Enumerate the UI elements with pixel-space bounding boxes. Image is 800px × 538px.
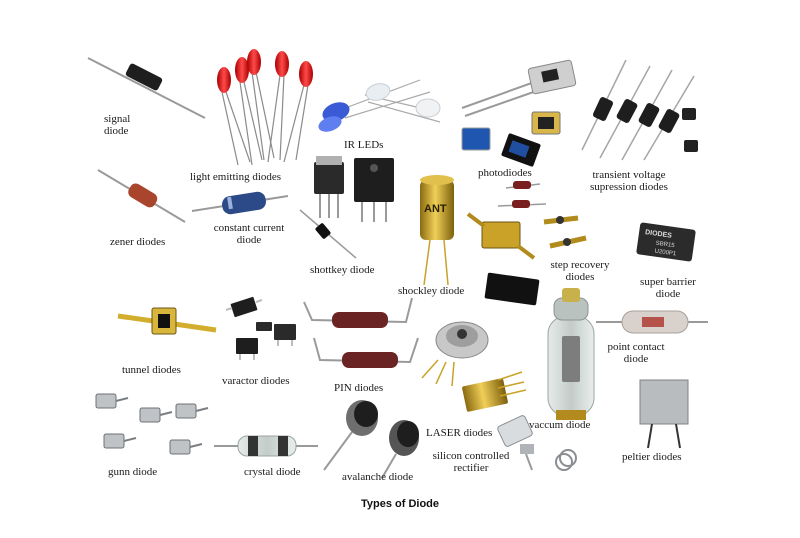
caption-types-of-diode: Types of Diode <box>360 498 440 510</box>
label-laser-diodes: LASER diodes <box>426 427 493 439</box>
ir-led-image <box>318 79 441 132</box>
varactor-diode-image <box>225 296 296 360</box>
step-recovery-diode-image <box>466 181 587 306</box>
label-crystal-diode: crystal diode <box>244 466 301 478</box>
label-vaccum-diode: vaccum diode <box>529 419 591 431</box>
crystal-diode-image <box>214 435 318 457</box>
label-peltier-diodes: peltier diodes <box>622 451 682 463</box>
shockley-diode-image: ANT <box>420 175 454 286</box>
pin-diode-image <box>303 297 419 368</box>
super-barrier-diode-image: DIODES SBR15 U200P1 <box>636 222 696 262</box>
constant-current-diode-image <box>191 191 289 215</box>
shockley-can-marking: ANT <box>424 203 447 215</box>
photodiode-image <box>461 59 577 167</box>
point-contact-diode-image <box>596 310 708 334</box>
label-shockley-diode: shockley diode <box>398 285 465 297</box>
label-varactor-diodes: varactor diodes <box>222 375 290 387</box>
laser-diode-image <box>421 321 527 412</box>
led-image <box>217 49 313 166</box>
super-barrier-marking-1: DIODES <box>645 229 673 240</box>
label-zener-diodes: zener diodes <box>110 236 166 248</box>
gunn-diode-image <box>95 393 209 455</box>
signal-diode-image <box>87 57 206 119</box>
label-ir-leds: IR LEDs <box>344 139 384 151</box>
label-pin-diodes: PIN diodes <box>334 382 384 394</box>
avalanche-diode-image <box>323 400 419 479</box>
zener-diode-image <box>97 169 186 223</box>
label-gunn-diode: gunn diode <box>108 466 158 478</box>
label-photodiodes: photodiodes <box>478 167 532 179</box>
label-avalanche-diode: avalanche diode <box>342 471 414 483</box>
super-barrier-marking-3: U200P1 <box>654 249 677 258</box>
peltier-image <box>639 379 689 449</box>
label-shottkey-diode: shottkey diode <box>310 264 375 276</box>
tunnel-diode-image <box>117 307 217 335</box>
label-tunnel-diodes: tunnel diodes <box>122 364 181 376</box>
super-barrier-marking-2: SBR15 <box>655 241 675 250</box>
shottkey-diode-image <box>299 156 394 259</box>
label-light-emitting-diodes: light emitting diodes <box>190 171 282 183</box>
scr-image <box>497 415 577 471</box>
vaccum-diode-image <box>547 288 595 420</box>
tvs-diode-image <box>581 59 698 161</box>
